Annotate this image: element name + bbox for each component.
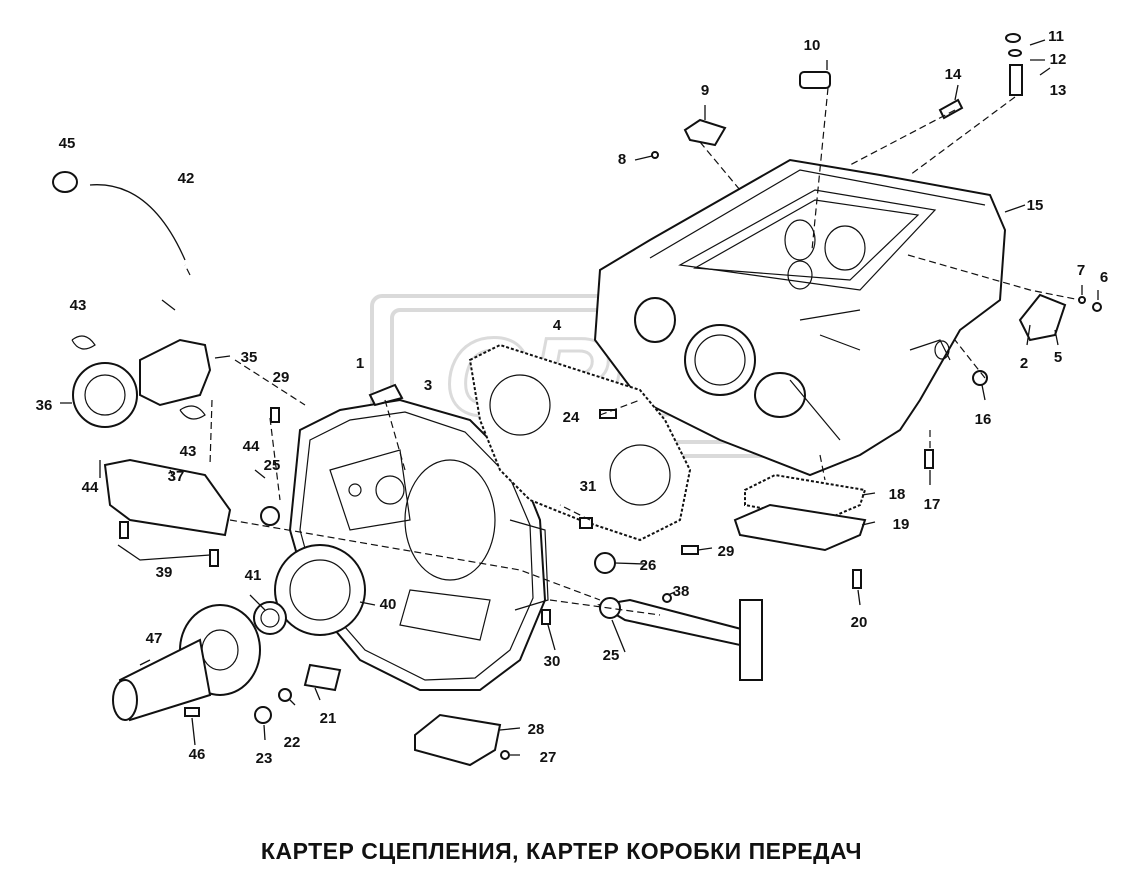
gasket	[468, 343, 692, 542]
callout-12: 12	[1050, 51, 1067, 68]
callout-20: 20	[851, 614, 868, 631]
diagram-caption: КАРТЕР СЦЕПЛЕНИЯ, КАРТЕР КОРОБКИ ПЕРЕДАЧ	[260, 838, 863, 864]
callout-8: 8	[618, 151, 626, 168]
leader-lines	[60, 39, 1099, 756]
callout-2: 2	[1020, 355, 1028, 372]
callout-31: 31	[580, 478, 597, 495]
callout-36: 36	[36, 397, 53, 414]
callout-44b: 44	[243, 438, 260, 455]
callout-30: 30	[544, 653, 561, 670]
hose-assembly	[52, 171, 186, 261]
callout-45: 45	[59, 135, 76, 152]
callout-24: 24	[563, 409, 580, 426]
callout-40: 40	[380, 596, 397, 613]
callout-42: 42	[178, 170, 195, 187]
callout-25a: 25	[264, 457, 281, 474]
callout-23: 23	[256, 750, 273, 767]
callout-6: 6	[1100, 269, 1108, 286]
callout-19: 19	[893, 516, 910, 533]
callout-43a: 43	[70, 297, 87, 314]
callout-44a: 44	[82, 479, 99, 496]
callout-22: 22	[284, 734, 301, 751]
callout-26: 26	[640, 557, 657, 574]
callout-5: 5	[1054, 349, 1062, 366]
callout-7: 7	[1077, 262, 1085, 279]
callout-25b: 25	[603, 647, 620, 664]
small-fasteners	[119, 33, 1102, 760]
callout-37: 37	[168, 468, 185, 485]
callout-13: 13	[1050, 82, 1067, 99]
callout-labels: 1 2 3 4 5 6 7 8 9 10 11 12 13 14 15 16 1…	[36, 28, 1109, 767]
callout-18: 18	[889, 486, 906, 503]
callout-10: 10	[804, 37, 821, 54]
callout-29b: 29	[718, 543, 735, 560]
callout-4: 4	[553, 317, 562, 334]
release-fork-assembly	[71, 335, 232, 537]
front-cover-assembly	[112, 544, 366, 722]
callout-15: 15	[1027, 197, 1044, 214]
callout-28: 28	[528, 721, 545, 738]
callout-11: 11	[1048, 28, 1064, 45]
callout-46: 46	[189, 746, 206, 763]
callout-16: 16	[975, 411, 992, 428]
callout-41: 41	[245, 567, 262, 584]
callout-47: 47	[146, 630, 163, 647]
callout-21: 21	[320, 710, 337, 727]
callout-27: 27	[540, 749, 557, 766]
callout-38: 38	[673, 583, 690, 600]
cover-plates	[414, 118, 1067, 767]
callout-35: 35	[241, 349, 258, 366]
callout-43b: 43	[180, 443, 197, 460]
callout-29a: 29	[273, 369, 290, 386]
callout-14: 14	[945, 66, 962, 83]
callout-3: 3	[424, 377, 432, 394]
gearbox-housing	[593, 158, 1007, 477]
callout-39: 39	[156, 564, 173, 581]
callout-17: 17	[924, 496, 941, 513]
callout-1: 1	[356, 355, 364, 372]
callout-9: 9	[701, 82, 709, 99]
